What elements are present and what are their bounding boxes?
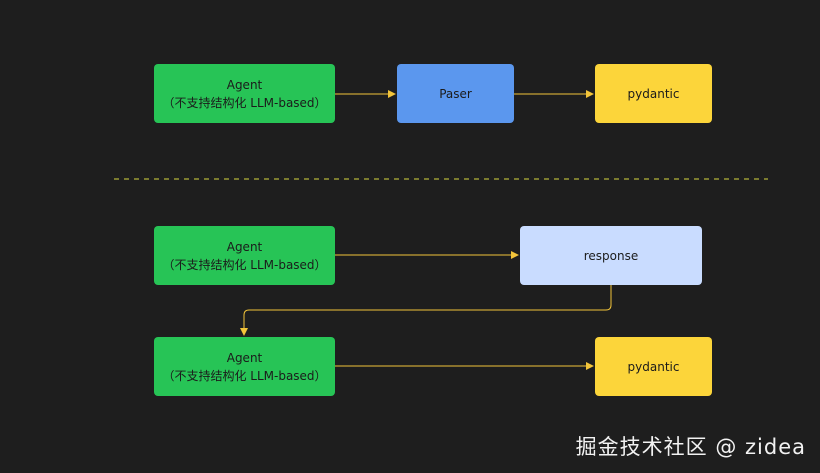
parser-label: Paser xyxy=(439,86,472,101)
pydantic-node-bottom: pydantic xyxy=(595,337,712,396)
watermark: 掘金技术社区 @ zidea xyxy=(575,435,806,459)
agent-label: Agent xyxy=(226,239,263,254)
pydantic-node-top: pydantic xyxy=(595,64,712,123)
agent-label: Agent xyxy=(226,77,263,92)
agent-node-bottom-1: Agent （不支持结构化 LLM-based） xyxy=(154,226,335,285)
agent-sublabel: （不支持结构化 LLM-based） xyxy=(162,368,327,383)
response-label: response xyxy=(583,248,639,263)
pydantic-label: pydantic xyxy=(627,86,680,101)
edge-response-to-agent xyxy=(240,285,612,336)
agent-node-top: Agent （不支持结构化 LLM-based） xyxy=(154,64,335,123)
agent-sublabel: （不支持结构化 LLM-based） xyxy=(162,95,327,110)
agent-node-bottom-2: Agent （不支持结构化 LLM-based） xyxy=(154,337,335,396)
response-node: response xyxy=(520,226,702,285)
agent-label: Agent xyxy=(226,350,263,365)
agent-sublabel: （不支持结构化 LLM-based） xyxy=(162,257,327,272)
pydantic-label: pydantic xyxy=(627,359,680,374)
parser-node: Paser xyxy=(397,64,514,123)
